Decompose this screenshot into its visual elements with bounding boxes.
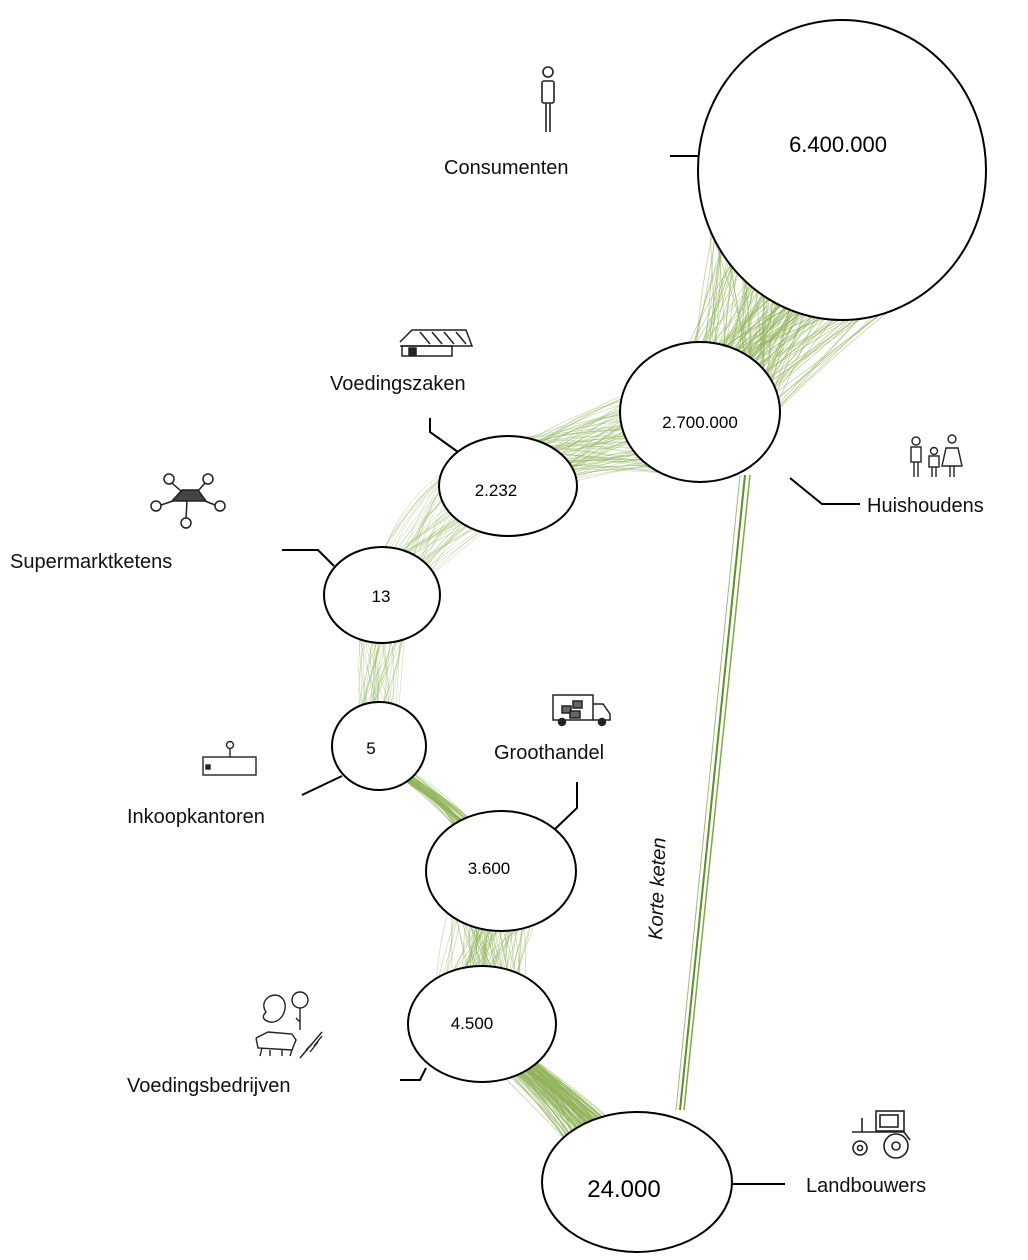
person-icon [541,66,555,132]
leader-lines [282,155,860,1185]
label-huishoudens: Huishoudens [867,495,984,517]
network-icon [150,473,226,529]
value-huishoudens: 2.700.000 [662,413,738,432]
office-desk-icon [202,740,257,776]
value-groothandel: 3.600 [468,859,511,878]
short-chain-label: Korte keten [645,837,671,940]
label-voedingsbedrijven: Voedingsbedrijven [127,1075,290,1097]
label-consumenten: Consumenten [444,157,569,179]
label-landbouwers: Landbouwers [806,1175,926,1197]
node-huishoudens: 2.700.000 [619,341,781,483]
node-landbouwers: 24.000 [541,1111,733,1253]
label-supermarktketens: Supermarktketens [10,551,172,573]
node-voedingsbedrijven: 4.500 [407,965,557,1083]
node-supermarktketens: 13 [323,546,441,644]
tractor-icon [852,1110,911,1159]
node-consumenten: 6.400.000 [697,19,987,321]
value-inkoopkantoren: 5 [366,739,375,758]
shop-icon [399,329,474,357]
value-supermarktketens: 13 [372,587,391,606]
label-inkoopkantoren: Inkoopkantoren [127,806,265,828]
food-products-icon [255,991,323,1059]
value-voedingsbedrijven: 4.500 [451,1014,494,1033]
value-landbouwers: 24.000 [587,1176,660,1203]
family-icon [910,434,963,477]
value-consumenten: 6.400.000 [789,132,887,157]
node-inkoopkantoren: 5 [331,701,427,791]
truck-icon [552,694,611,727]
value-voedingszaken: 2.232 [475,481,518,500]
label-groothandel: Groothandel [494,742,604,764]
short-chain-line [675,474,751,1111]
label-voedingszaken: Voedingszaken [330,373,466,395]
node-voedingszaken: 2.232 [438,435,578,537]
node-groothandel: 3.600 [425,810,577,932]
